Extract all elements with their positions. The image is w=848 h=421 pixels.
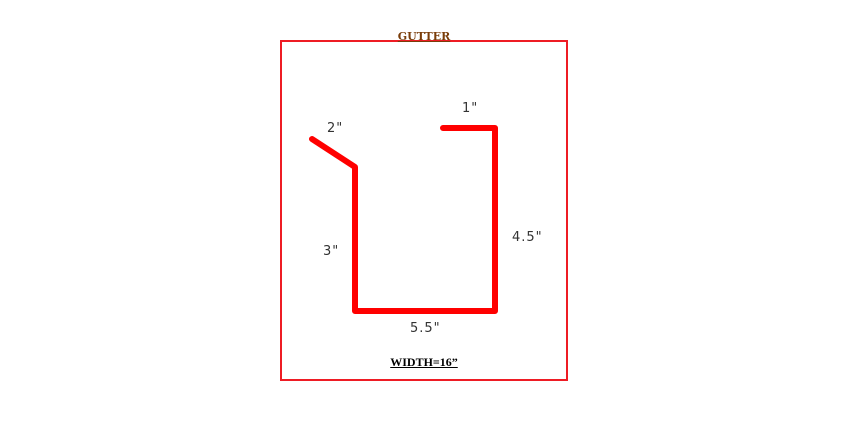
dimension-top-return: 1" bbox=[462, 101, 479, 116]
drawing-frame bbox=[280, 40, 568, 381]
width-label: WIDTH=16” bbox=[390, 355, 458, 369]
diagram-title: GUTTER bbox=[397, 30, 451, 43]
dimension-back-height: 3" bbox=[323, 244, 340, 259]
dimension-front-height: 4.5" bbox=[512, 230, 543, 245]
gutter-profile-line bbox=[309, 125, 498, 314]
dimension-bottom: 5.5" bbox=[410, 321, 441, 336]
dimension-lip: 2" bbox=[327, 121, 344, 136]
